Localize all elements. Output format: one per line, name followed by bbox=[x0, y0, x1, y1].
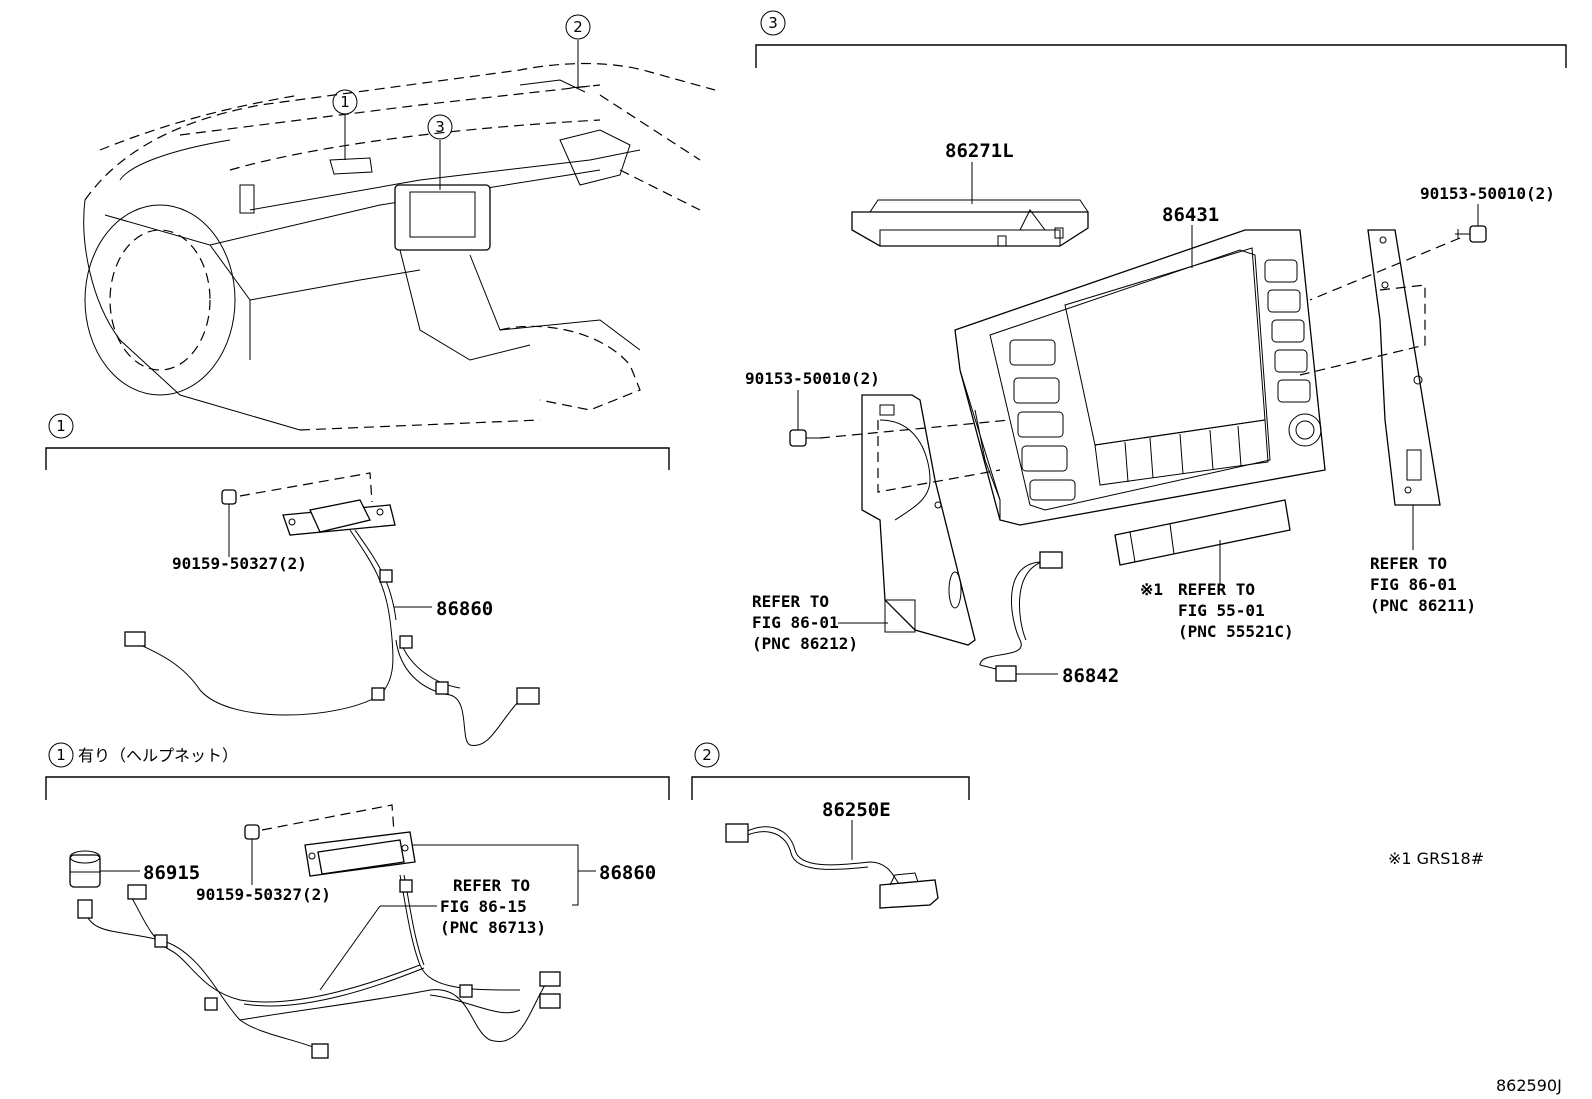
part-90159-b-label: 90159-50327(2) bbox=[196, 885, 331, 904]
display-unit-86431 bbox=[954, 229, 1326, 526]
svg-text:2: 2 bbox=[702, 746, 712, 764]
dashboard-overview-illustration bbox=[83, 40, 716, 431]
svg-text:REFER TO: REFER TO bbox=[752, 592, 829, 611]
section-1-helpnet-bracket bbox=[45, 776, 670, 800]
svg-text:有り（ヘルプネット）: 有り（ヘルプネット） bbox=[78, 746, 238, 765]
part-86915-label: 86915 bbox=[143, 862, 200, 884]
section-1-heading: 1 bbox=[48, 413, 74, 439]
svg-text:(PNC 86211): (PNC 86211) bbox=[1370, 596, 1476, 615]
antenna-86915 bbox=[69, 850, 101, 888]
svg-text:FIG 86-01: FIG 86-01 bbox=[1370, 575, 1457, 594]
navigation-bracket-86271L bbox=[851, 199, 1089, 247]
part-86860-a-label: 86860 bbox=[436, 598, 493, 620]
svg-text:(PNC 55521C): (PNC 55521C) bbox=[1178, 622, 1294, 641]
part-86271L-label: 86271L bbox=[945, 140, 1014, 162]
leader-86860-b bbox=[412, 844, 579, 906]
screw-leader-right bbox=[1309, 237, 1461, 301]
reference-note-86713: REFER TO FIG 86-15 (PNC 86713) bbox=[440, 876, 546, 937]
svg-text:REFER TO: REFER TO bbox=[453, 876, 530, 895]
svg-text:2: 2 bbox=[573, 18, 583, 36]
right-side-bracket bbox=[1367, 229, 1441, 506]
panel-part-55521C bbox=[1114, 499, 1291, 566]
part-86250E-label: 86250E bbox=[822, 799, 891, 821]
part-86860-b-label: 86860 bbox=[599, 862, 656, 884]
figure-id: 862590J bbox=[1496, 1076, 1562, 1095]
helpnet-module-86860-a bbox=[239, 472, 396, 536]
reference-note-55521C: ※1 REFER TO FIG 55-01 (PNC 55521C) bbox=[1140, 580, 1294, 641]
wire-harness-86860-b bbox=[77, 874, 561, 1059]
screw-90159-a bbox=[221, 489, 237, 505]
overview-callout-3: 3 bbox=[427, 114, 453, 140]
section-3-heading: 3 bbox=[760, 10, 786, 36]
part-90153-right-label: 90153-50010(2) bbox=[1420, 184, 1555, 203]
svg-text:1: 1 bbox=[340, 93, 350, 111]
helpnet-module-86860-b bbox=[261, 804, 416, 877]
section-2-heading: 2 bbox=[694, 742, 720, 768]
svg-text:3: 3 bbox=[768, 14, 778, 32]
left-side-bracket bbox=[861, 394, 976, 646]
leader-ref-86713-diag bbox=[319, 905, 381, 991]
part-86842-label: 86842 bbox=[1062, 665, 1119, 687]
svg-text:3: 3 bbox=[435, 118, 445, 136]
section-2-bracket bbox=[691, 776, 970, 800]
svg-text:FIG 55-01: FIG 55-01 bbox=[1178, 601, 1265, 620]
svg-text:1: 1 bbox=[56, 417, 66, 435]
wire-harness-86842 bbox=[979, 551, 1063, 682]
reference-note-86211: REFER TO FIG 86-01 (PNC 86211) bbox=[1370, 554, 1476, 615]
wire-harness-86860-a bbox=[124, 529, 540, 746]
footnote-grs18: ※1 GRS18# bbox=[1388, 849, 1484, 868]
microphone-86250E bbox=[725, 823, 939, 909]
svg-text:1: 1 bbox=[56, 746, 66, 764]
screw-90153-left bbox=[789, 429, 822, 447]
bracket-dash-right bbox=[1299, 284, 1426, 376]
svg-text:REFER TO: REFER TO bbox=[1178, 580, 1255, 599]
svg-text:(PNC 86212): (PNC 86212) bbox=[752, 634, 858, 653]
section-1-bracket bbox=[45, 447, 670, 470]
reference-note-86212: REFER TO FIG 86-01 (PNC 86212) bbox=[752, 592, 858, 653]
bracket-dash-left bbox=[877, 420, 1001, 493]
section-1-helpnet-heading: 1 有り（ヘルプネット） bbox=[48, 742, 238, 768]
svg-text:(PNC 86713): (PNC 86713) bbox=[440, 918, 546, 937]
screw-90159-b bbox=[244, 824, 260, 840]
overview-callout-2: 2 bbox=[565, 14, 591, 40]
part-86431-label: 86431 bbox=[1162, 204, 1219, 226]
svg-text:FIG 86-01: FIG 86-01 bbox=[752, 613, 839, 632]
part-90159-a-label: 90159-50327(2) bbox=[172, 554, 307, 573]
screw-90153-right bbox=[1455, 225, 1487, 243]
part-90153-left-label: 90153-50010(2) bbox=[745, 369, 880, 388]
svg-text:REFER TO: REFER TO bbox=[1370, 554, 1447, 573]
svg-text:※1: ※1 bbox=[1140, 580, 1163, 599]
svg-text:FIG 86-15: FIG 86-15 bbox=[440, 897, 527, 916]
section-3-bracket bbox=[755, 44, 1567, 68]
overview-callout-1: 1 bbox=[332, 89, 358, 115]
